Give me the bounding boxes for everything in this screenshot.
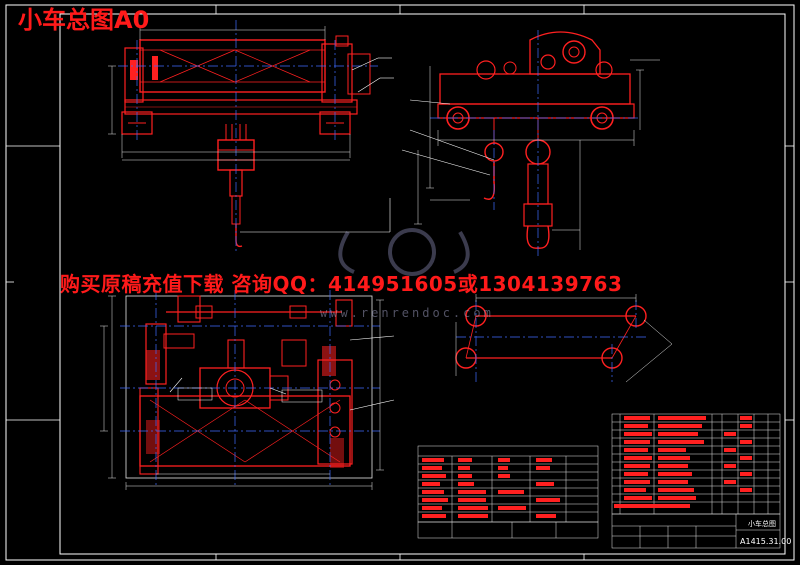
plan-wheel-1 — [146, 350, 160, 380]
plan-view — [100, 290, 395, 490]
spec-table-text-marks — [422, 458, 560, 518]
watermark-logo — [338, 228, 470, 276]
spec-table — [417, 445, 599, 539]
wheel-layout-schematic — [455, 294, 673, 383]
inner-frame — [59, 13, 786, 555]
side-view — [401, 30, 660, 256]
plan-wheel-2 — [322, 346, 336, 376]
front-view — [108, 20, 394, 252]
title-block-drawing-name: 小车总图 — [748, 520, 776, 528]
frame-ticks — [6, 5, 794, 560]
drawing-title: 小车总图A0 — [18, 6, 150, 34]
promo-banner: 购买原稿充值下载 咨询QQ：414951605或1304139763 — [60, 272, 623, 296]
parts-list — [611, 413, 781, 515]
watermark-text: www.renrendoc.com — [320, 306, 494, 320]
title-block-drawing-number: A1415.31.00 — [740, 537, 792, 546]
title-block — [611, 513, 781, 549]
parts-list-text-marks — [614, 416, 752, 508]
